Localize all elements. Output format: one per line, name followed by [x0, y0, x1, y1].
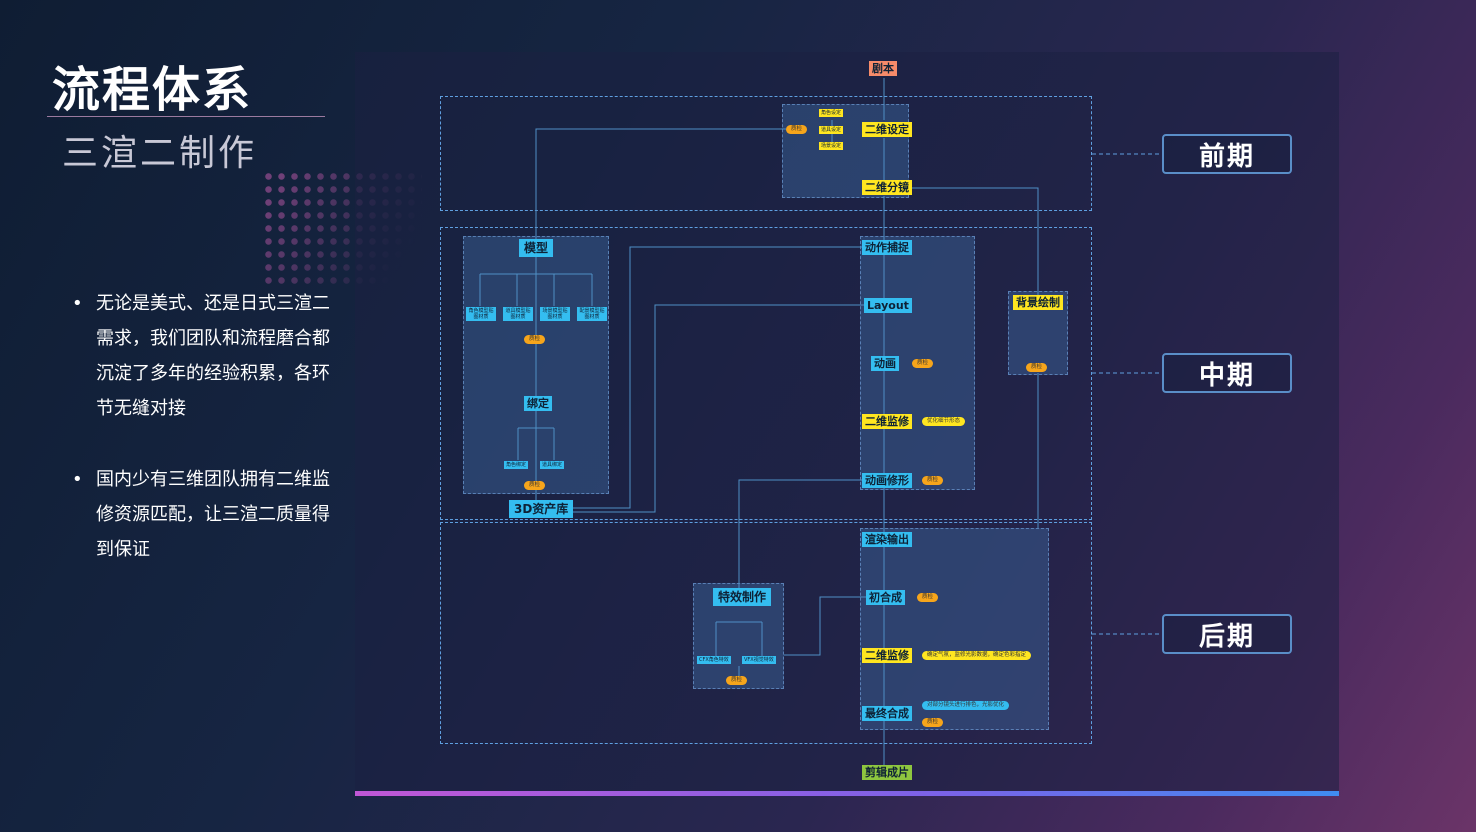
node-prop-model: 道具模型贴图材质: [503, 307, 533, 321]
pill-check-rig: 质检: [524, 481, 546, 490]
node-scene-model: 场景模型贴图材质: [540, 307, 570, 321]
pill-check-bg: 质检: [1026, 363, 1048, 372]
node-final-edit: 剪辑成片: [862, 765, 912, 780]
stage-label-post: 后期: [1162, 614, 1292, 654]
node-3d-asset-library: 3D资产库: [509, 500, 574, 518]
node-prop-rig: 道具绑定: [540, 461, 565, 469]
pill-check-final: 质检: [922, 718, 944, 727]
stage-box-pre: [440, 96, 1092, 211]
stage-box-post: [440, 522, 1092, 744]
node-vfx: VFX视觉特效: [742, 656, 776, 664]
stage-label-pre: 前期: [1162, 134, 1292, 174]
pill-check-anim-fix: 质检: [922, 476, 944, 485]
stage-box-mid: [440, 227, 1092, 520]
bullet-item: • 无论是美式、还是日式三渲二需求，我们团队和流程磨合都沉淀了多年的经验积累，各…: [72, 286, 342, 426]
accent-bar: [355, 791, 1339, 796]
pill-check-model: 质检: [524, 335, 546, 344]
bullet-dot: •: [72, 293, 83, 314]
pill-detail-note: 优化细节形态: [922, 417, 966, 426]
node-cfx: CFX角色特效: [697, 656, 731, 664]
node-bg-model: 配景模型贴图材质: [577, 307, 607, 321]
node-layout: Layout: [864, 298, 912, 313]
node-script: 剧本: [869, 61, 897, 76]
node-render-output: 渲染输出: [862, 532, 912, 547]
node-anim-correction: 动画修形: [862, 473, 912, 488]
node-2d-design: 二维设定: [862, 122, 912, 137]
pill-lighting-note: 确定气氛，监修光影数据，确定色彩指定: [922, 651, 1032, 660]
node-rigging: 绑定: [524, 396, 552, 411]
bullet-dot: •: [72, 469, 83, 490]
node-prop-design: 道具设定: [819, 126, 844, 134]
stage-label-mid: 中期: [1162, 353, 1292, 393]
bullet-text: 无论是美式、还是日式三渲二需求，我们团队和流程磨合都沉淀了多年的经验积累，各环节…: [96, 293, 330, 419]
node-2d-supervision-mid: 二维监修: [862, 414, 912, 429]
diagram-panel: [355, 52, 1339, 792]
node-scene-design: 场景设定: [819, 142, 844, 150]
node-motion-capture: 动作捕捉: [862, 240, 912, 255]
node-vfx-production: 特效制作: [713, 588, 772, 606]
pill-final-note: 对部分镜头进行排色，光影优化: [922, 701, 1010, 710]
node-bg-painting: 背景绘制: [1013, 295, 1063, 310]
pill-check-animation: 质检: [912, 359, 934, 368]
bullet-text: 国内少有三维团队拥有二维监修资源匹配，让三渲二质量得到保证: [96, 469, 330, 560]
node-2d-supervision-post: 二维监修: [862, 648, 912, 663]
bullet-list: • 无论是美式、还是日式三渲二需求，我们团队和流程磨合都沉淀了多年的经验积累，各…: [72, 286, 342, 603]
node-model: 模型: [519, 239, 554, 257]
pill-check-fx: 质检: [726, 676, 748, 685]
title-divider: [47, 116, 325, 117]
page-subtitle: 三渲二制作: [62, 133, 258, 174]
node-character-design: 角色设定: [819, 109, 844, 117]
node-character-rig: 角色绑定: [504, 461, 529, 469]
bullet-item: • 国内少有三维团队拥有二维监修资源匹配，让三渲二质量得到保证: [72, 462, 342, 567]
cluster-post: [860, 528, 1049, 730]
page-title: 流程体系: [52, 62, 253, 118]
node-animation: 动画: [871, 356, 899, 371]
pill-check-pre: 质检: [786, 125, 808, 134]
node-2d-storyboard: 二维分镜: [862, 180, 912, 195]
pill-check-first-comp: 质检: [917, 593, 939, 602]
node-first-composite: 初合成: [866, 590, 905, 605]
node-final-composite: 最终合成: [862, 706, 912, 721]
node-character-model: 角色模型贴图材质: [466, 307, 496, 321]
